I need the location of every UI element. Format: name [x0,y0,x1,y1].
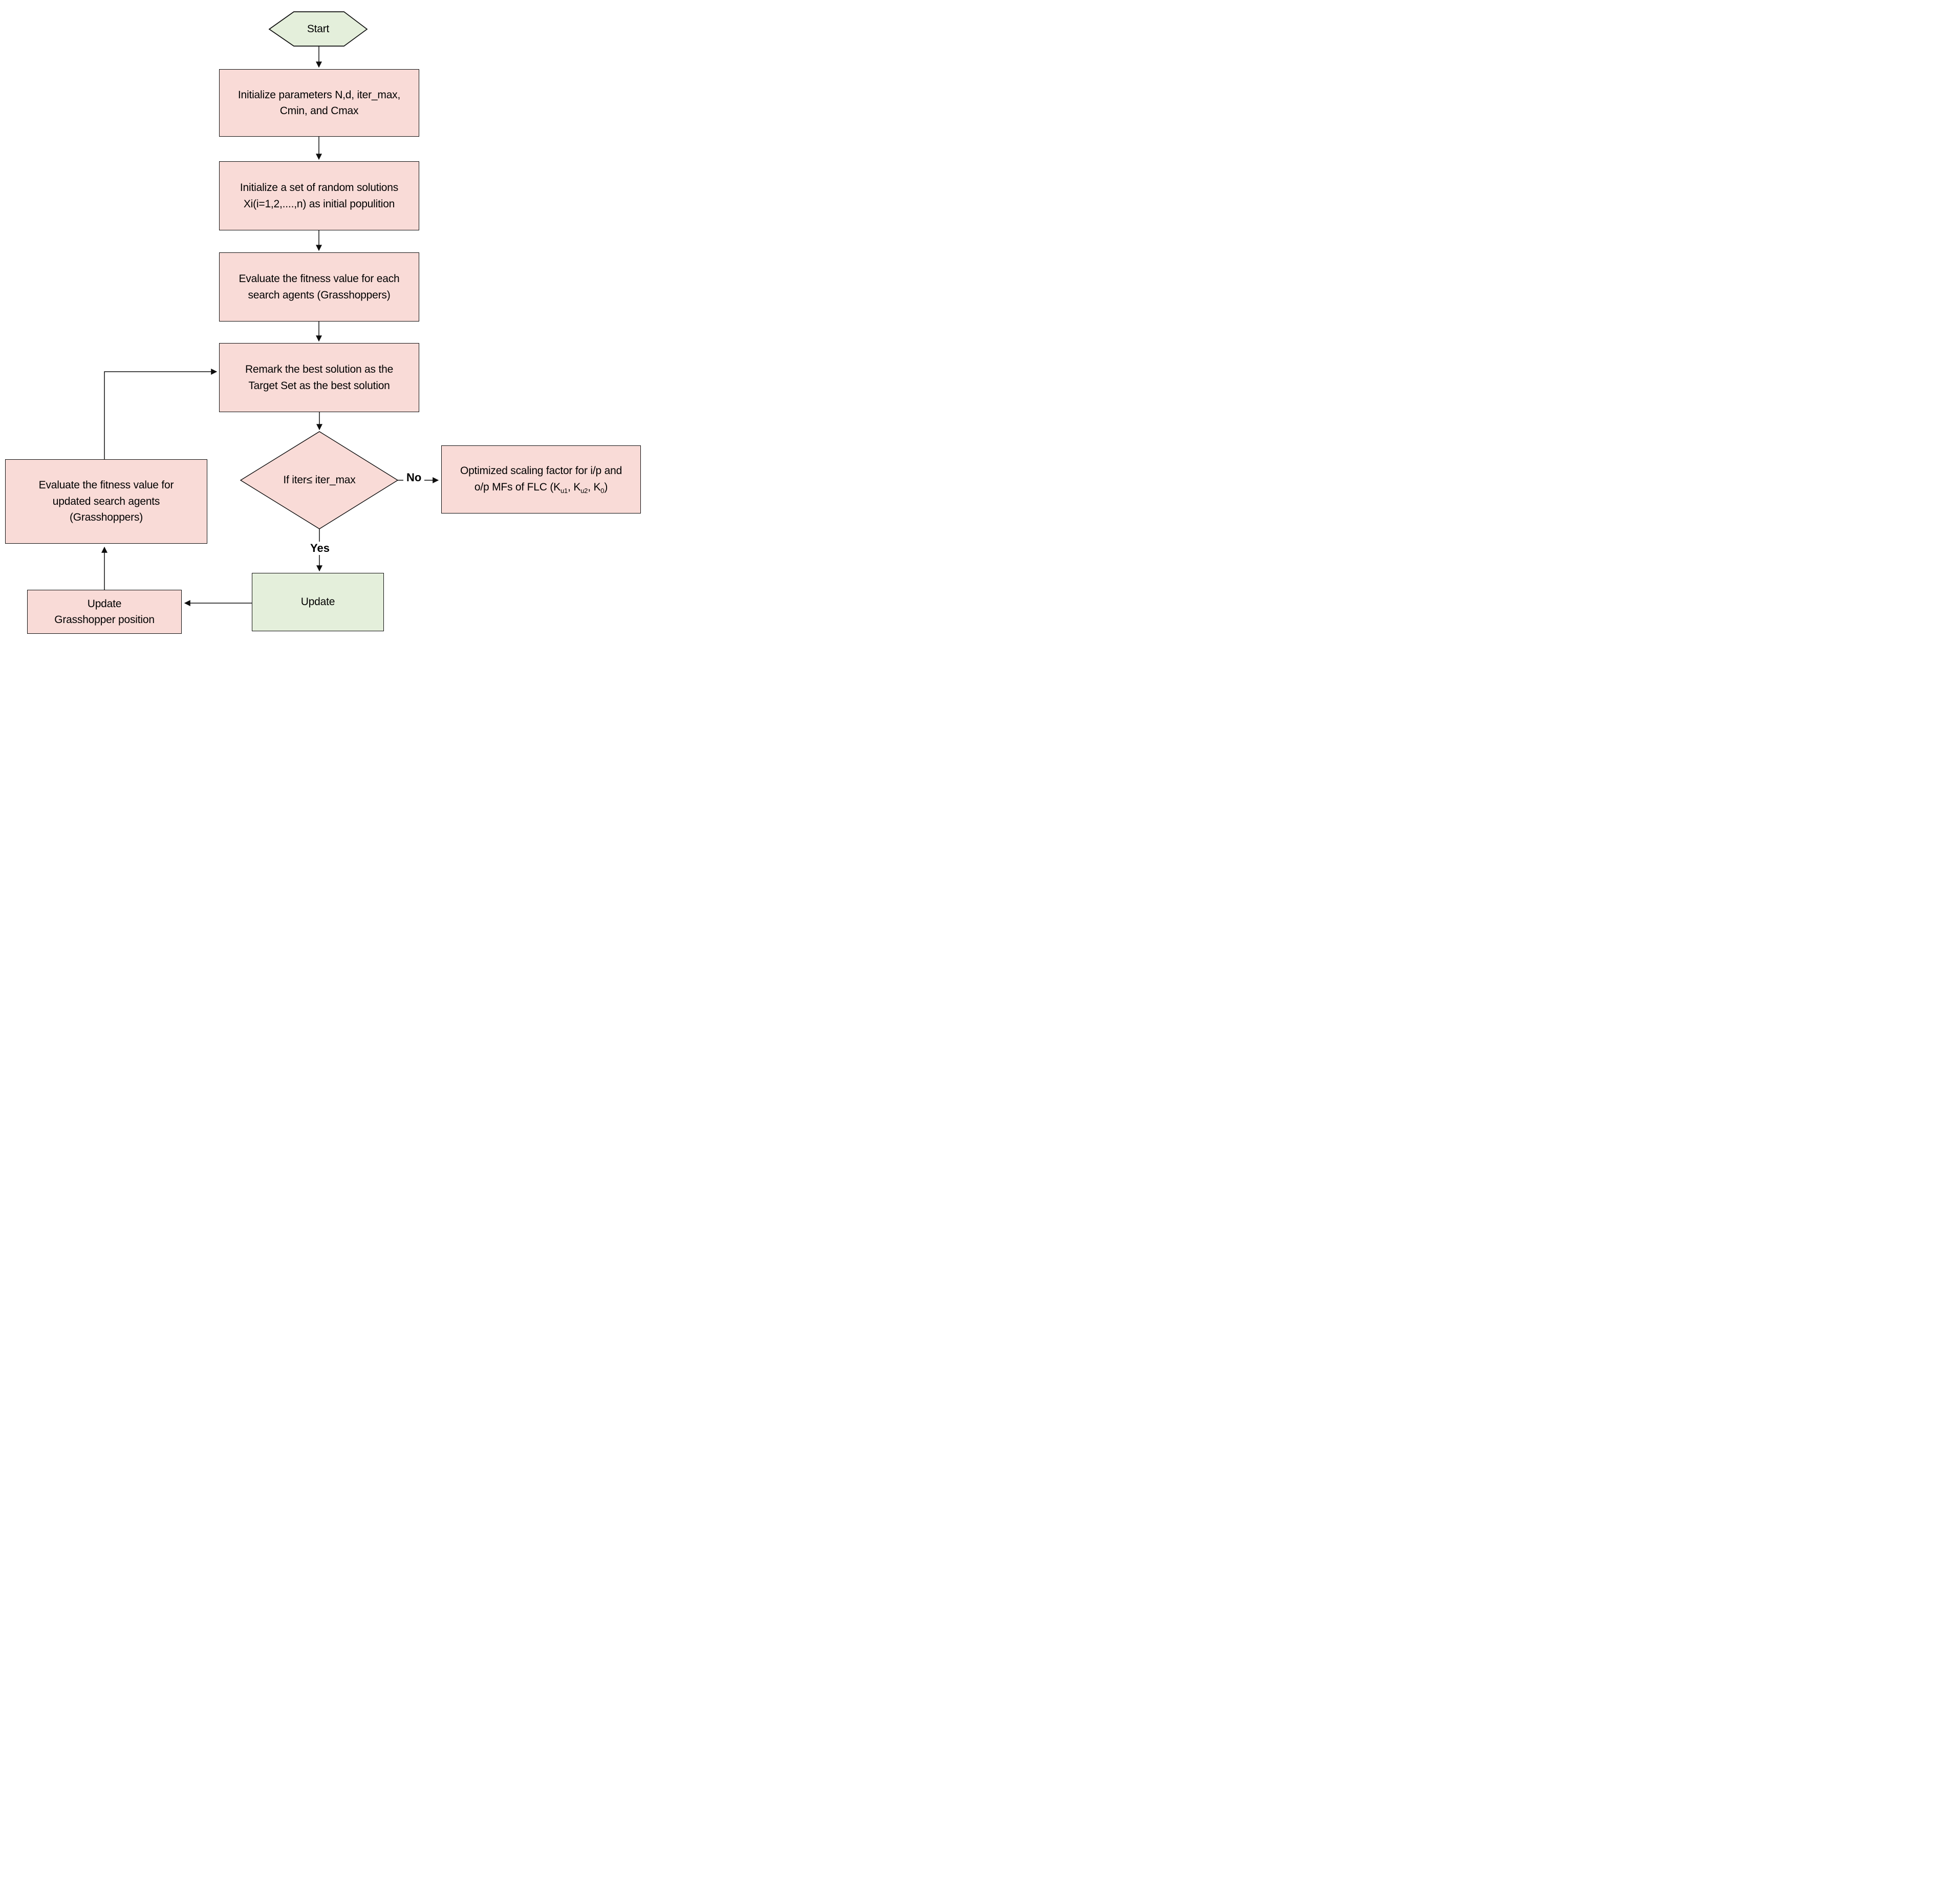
process-init-random-line1: Initialize a set of random solutions [240,182,399,194]
edge-label-no: No [403,471,425,485]
optimized-l2-close: ) [604,481,608,493]
process-init-params-line2: Cmin, and Cmax [279,105,359,117]
flowchart-canvas: Start Initialize parameters N,d, iter_ma… [0,0,647,635]
process-optimized-output: Optimized scaling factor for i/p and o/p… [441,445,641,514]
process-optimized-line1: Optimized scaling factor for i/p and [460,465,622,477]
process-eval-updated-line1: Evaluate the fitness value for [38,479,174,491]
optimized-sub-u1: u1 [560,487,568,495]
optimized-l2-text: o/p MFs of FLC (K [474,481,560,493]
optimized-l2-sep1: , K [568,481,581,493]
process-eval-each: Evaluate the fitness value for each sear… [219,252,419,322]
decision-label: If iter≤ iter_max [283,474,356,486]
process-init-random-line2: Xi(i=1,2,....,n) as initial populition [243,198,395,210]
process-update-grasshopper: Update Grasshopper position [27,590,182,634]
process-update: Update [252,573,384,631]
arrow-eval-updated-to-remark-loop [104,369,218,459]
process-init-random: Initialize a set of random solutions Xi(… [219,161,419,230]
process-eval-updated-line3: (Grasshoppers) [69,511,143,524]
process-remark-best-line1: Remark the best solution as the [245,363,394,375]
process-update-label: Update [300,596,335,608]
start-node-label: Start [307,23,330,35]
process-remark-best-line2: Target Set as the best solution [248,379,390,392]
process-eval-updated: Evaluate the fitness value for updated s… [5,459,207,544]
process-remark-best: Remark the best solution as the Target S… [219,343,419,412]
process-init-params-line1: Initialize parameters N,d, iter_max, [238,89,401,101]
optimized-sub-u2: u2 [580,487,588,495]
process-eval-each-line1: Evaluate the fitness value for each [239,273,400,285]
process-optimized-line2: o/p MFs of FLC (Ku1, Ku2, K0) [475,479,608,496]
start-hexagon-shape [268,11,368,47]
process-eval-updated-line2: updated search agents [52,495,160,507]
process-update-grasshopper-line2: Grasshopper position [54,614,155,626]
process-update-grasshopper-line1: Update [87,597,122,610]
edge-label-yes: Yes [307,542,333,555]
optimized-sub-0: 0 [600,487,605,495]
process-eval-each-line2: search agents (Grasshoppers) [248,289,391,301]
process-init-params: Initialize parameters N,d, iter_max, Cmi… [219,69,419,137]
optimized-l2-sep2: , K [588,481,601,493]
